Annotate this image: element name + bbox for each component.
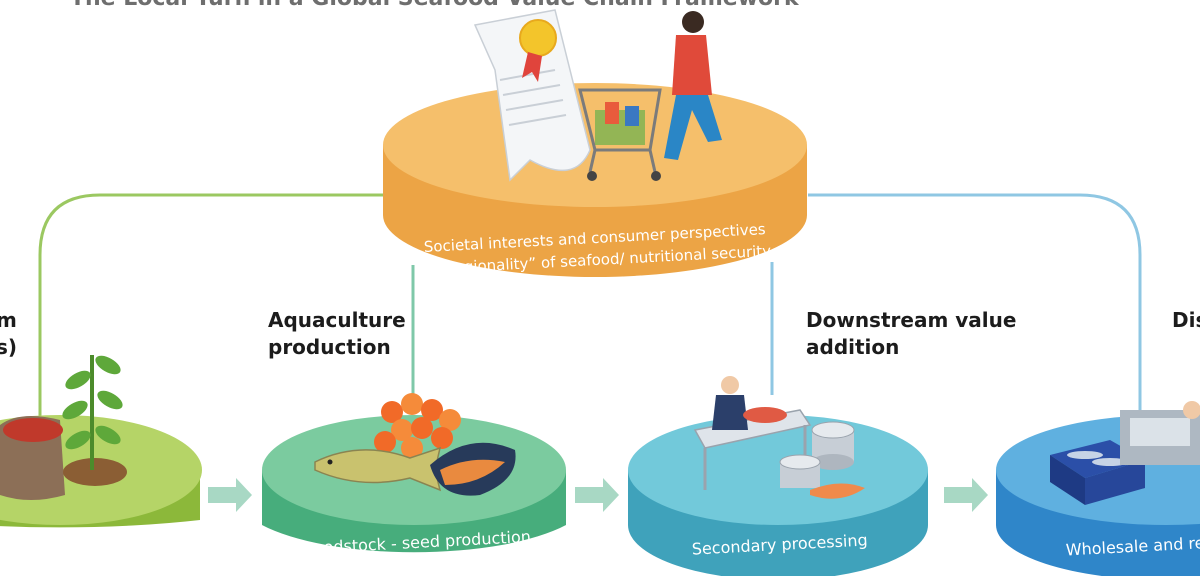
mussel-icon: [430, 442, 516, 496]
fish-processor-icon: [693, 376, 812, 490]
heading-downstream-line2: addition: [806, 335, 900, 359]
heading-downstream-line1: Downstream value: [806, 308, 1017, 332]
certificate-icon: [473, 9, 591, 182]
connector-feed: [38, 193, 390, 435]
heading-downstream: Downstream value addition: [806, 307, 1016, 361]
seller-icon: [1120, 401, 1200, 465]
flow-arrow-3: [944, 478, 988, 512]
disc-label-feed: ed manufacture: [0, 534, 124, 560]
shopper-with-cart-icon: [578, 11, 722, 181]
heading-distribution-line1: Dis: [1172, 308, 1200, 332]
fish-eggs-icon: [374, 393, 461, 459]
heading-aquaculture-line1: Aquaculture: [268, 308, 406, 332]
heading-feed: m s): [0, 307, 17, 361]
heading-aquaculture: Aquaculture production: [268, 307, 406, 361]
diagram-title: The Local Turn in a Global Seafood Value…: [70, 0, 799, 11]
heading-distribution: Dis: [1172, 307, 1200, 334]
flow-arrow-2: [575, 478, 619, 512]
tin-can-icon: [779, 421, 865, 499]
plant-seedling-icon: [62, 355, 127, 486]
flow-arrow-1: [208, 478, 252, 512]
heading-feed-line2: s): [0, 335, 18, 359]
heading-aquaculture-line2: production: [268, 335, 391, 359]
connector-distribution: [808, 193, 1142, 420]
feed-sack-icon: [0, 416, 65, 500]
heading-feed-line1: m: [0, 308, 17, 332]
